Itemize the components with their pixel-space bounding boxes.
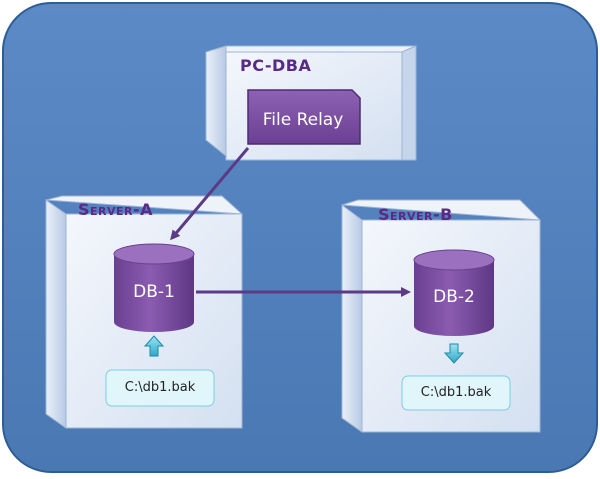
server-b-file-label: C:\db1.bak [420, 385, 492, 400]
up-arrow-icon [143, 335, 165, 357]
db-1-cylinder-icon [113, 243, 195, 332]
server-b-file-box [401, 375, 511, 411]
file-relay-label: File Relay [262, 110, 344, 130]
db-2-label: DB-2 [433, 287, 475, 307]
pc-dba-title: PC-DBA [240, 56, 312, 75]
server-b-title: Server-B [378, 205, 453, 224]
server-a-file-box [105, 369, 215, 407]
file-relay-box [247, 89, 361, 145]
db-1-label: DB-1 [133, 282, 175, 302]
relay-to-db1-arrow [170, 147, 250, 241]
server-a-file-label: C:\db1.bak [124, 380, 196, 395]
down-arrow-icon [443, 343, 465, 364]
server-a-title: Server-A [78, 200, 154, 219]
db-2-cylinder-icon [413, 249, 495, 336]
